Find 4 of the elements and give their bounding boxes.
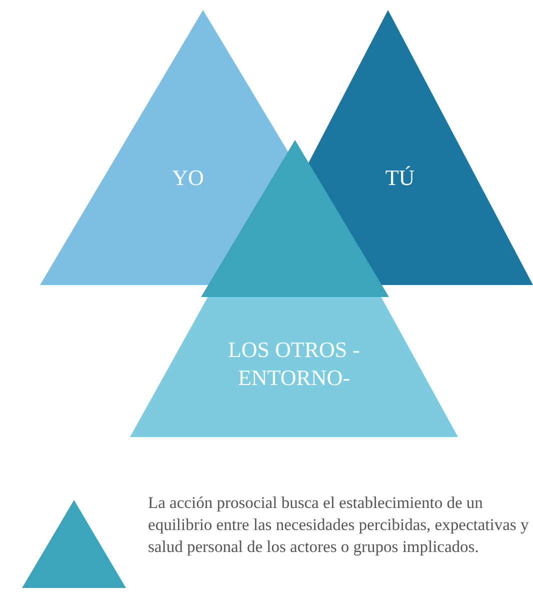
triangle-label: LOS OTROS - ENTORNO- [226, 336, 361, 392]
triangle-label: YO [171, 164, 205, 192]
legend-text: La acción prosocial busca el establecimiento de un equilibrio entre las necesidades percibidas, expectativas y salud personal de los actores o grupos implicados. [148, 492, 530, 558]
triangle-label: TÚ [384, 164, 416, 192]
